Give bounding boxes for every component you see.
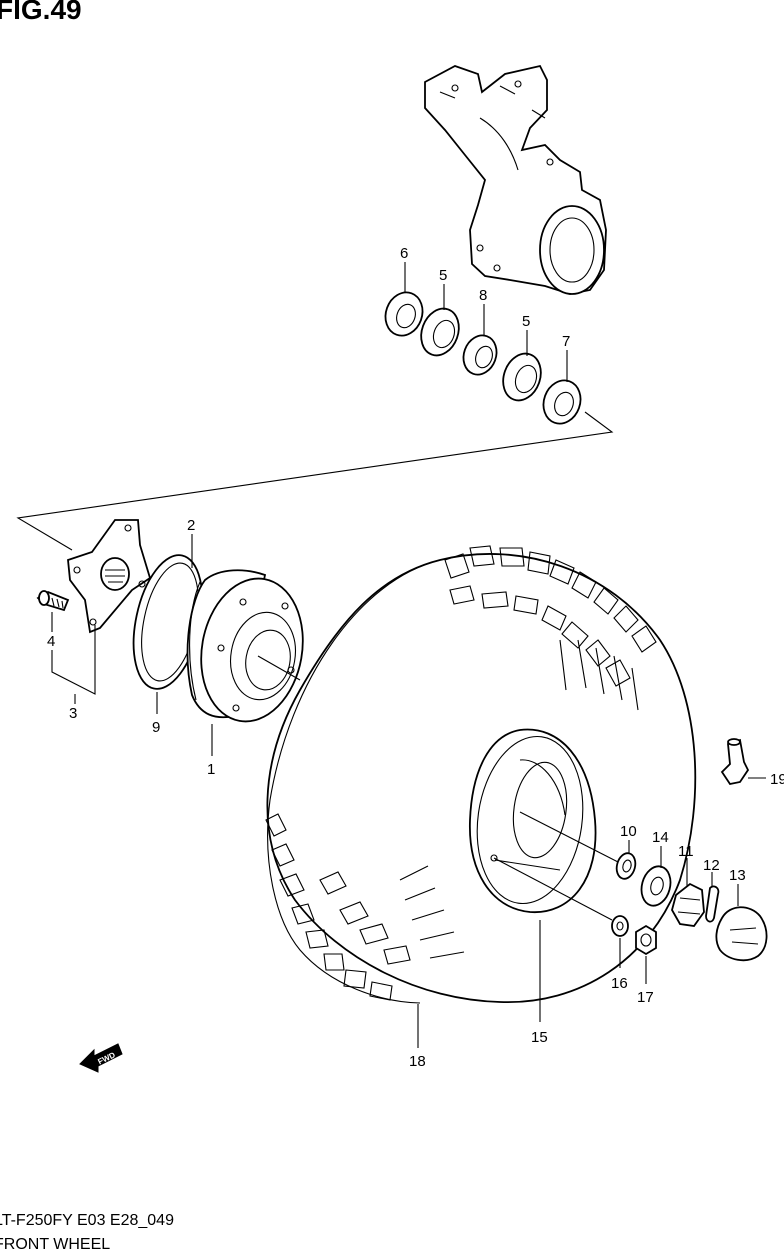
callout-9: 9 — [152, 719, 160, 736]
washer-16[interactable] — [611, 915, 629, 937]
knuckle-part[interactable] — [424, 64, 607, 295]
hub-flange-3[interactable] — [67, 519, 152, 634]
bolt-4[interactable] — [36, 590, 70, 612]
callout-10: 10 — [620, 823, 637, 840]
caption-name: FRONT WHEEL — [0, 1236, 111, 1253]
callout-8: 8 — [479, 287, 487, 304]
callout-13: 14 — [652, 829, 669, 846]
bearing-5-lower[interactable] — [497, 348, 547, 405]
callout-16: 16 — [611, 975, 628, 992]
callout-labels: 6 5 8 5 7 2 4 3 9 1 10 14 11 12 13 19 16… — [47, 245, 784, 1070]
nut-17[interactable] — [635, 924, 657, 956]
callout-14: 13 — [729, 867, 746, 884]
callout-4: 4 — [47, 633, 55, 650]
callout-3: 3 — [69, 705, 77, 722]
spacer-8[interactable] — [458, 331, 502, 380]
callout-5a: 5 — [439, 267, 447, 284]
callout-1: 1 — [207, 761, 215, 778]
callout-17: 17 — [637, 989, 654, 1006]
cotter-pin-12[interactable] — [705, 885, 720, 923]
brake-drum-1[interactable] — [186, 569, 314, 729]
caption-model-code: LT-F250FY E03 E28_049 — [0, 1212, 174, 1229]
castle-nut-11[interactable] — [671, 882, 705, 927]
fwd-arrow-icon: FWD — [79, 1043, 123, 1073]
callout-18: 18 — [409, 1053, 426, 1070]
callout-2: 2 — [187, 517, 195, 534]
callout-5b: 5 — [522, 313, 530, 330]
callout-15: 15 — [531, 1029, 548, 1046]
callout-11: 11 — [678, 843, 694, 860]
callout-6: 6 — [400, 245, 408, 262]
callout-12: 12 — [703, 857, 720, 874]
oil-seal-6[interactable] — [380, 287, 429, 341]
figure-title: FIG.49 — [0, 0, 82, 25]
washer-13[interactable] — [637, 863, 674, 909]
wheel-rim-15[interactable] — [467, 728, 597, 913]
oil-seal-7[interactable] — [538, 375, 587, 429]
leader-lines — [51, 262, 766, 1048]
callout-7: 7 — [562, 333, 570, 350]
valve-stem-19[interactable] — [720, 738, 750, 786]
callout-19: 19 — [770, 771, 784, 788]
assembly-line — [16, 411, 614, 551]
bearing-5-upper[interactable] — [415, 303, 465, 360]
hub-cap-14[interactable] — [715, 906, 768, 962]
